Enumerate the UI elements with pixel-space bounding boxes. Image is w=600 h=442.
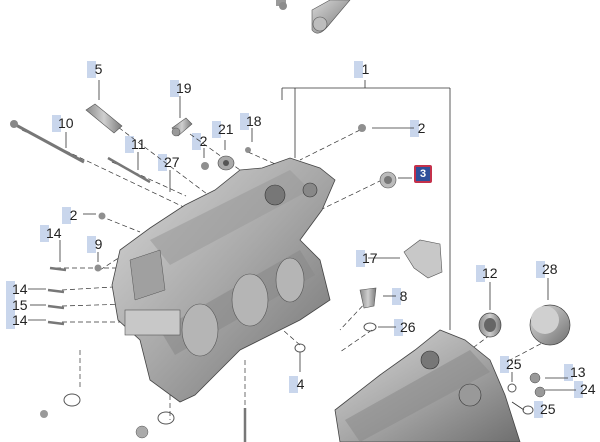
- part-11-bolt: [107, 156, 151, 184]
- callout-25[interactable]: 25: [500, 356, 524, 373]
- callout-26[interactable]: 26: [394, 319, 418, 336]
- callout-17[interactable]: 17: [356, 250, 380, 267]
- callout-12[interactable]: 12: [476, 265, 500, 282]
- part-21-bushing: [217, 155, 235, 171]
- callout-9[interactable]: 9: [87, 236, 106, 253]
- part-3-seal: [379, 171, 397, 189]
- callout-27[interactable]: 27: [158, 154, 182, 171]
- callout-14[interactable]: 14: [40, 225, 64, 242]
- part-17-bracket: [403, 239, 443, 279]
- callout-8[interactable]: 8: [392, 288, 411, 305]
- part-2-screws: [98, 124, 366, 220]
- callout-19[interactable]: 19: [170, 80, 194, 97]
- part-14-15-bolts: [47, 266, 67, 326]
- callout-15[interactable]: 15: [6, 297, 30, 314]
- callout-1[interactable]: 1: [354, 61, 373, 78]
- bottom-small-parts: [40, 393, 247, 442]
- callout-2[interactable]: 2: [192, 133, 211, 150]
- part-26-oring: [363, 322, 377, 332]
- part-19-fitting: [171, 117, 193, 137]
- part-8-plug: [359, 287, 377, 309]
- part-9-plug: [94, 264, 102, 272]
- crankcase-half: [111, 157, 336, 403]
- callout-11[interactable]: 11: [125, 136, 148, 153]
- callout-2[interactable]: 2: [62, 207, 81, 224]
- part-10-long-bolt: [10, 120, 85, 164]
- part-13-24-25-fittings: [507, 372, 546, 415]
- part-12-seal: [478, 312, 502, 338]
- callout-3[interactable]: 3: [414, 165, 432, 183]
- callout-25[interactable]: 25: [534, 401, 558, 418]
- callout-5[interactable]: 5: [87, 61, 106, 78]
- callout-21[interactable]: 21: [212, 121, 236, 138]
- top-bolt-part: [276, 0, 287, 10]
- crankcase-other-half: [334, 329, 521, 442]
- top-flange-part: [311, 0, 351, 34]
- callout-13[interactable]: 13: [564, 364, 588, 381]
- callout-18[interactable]: 18: [240, 113, 264, 130]
- callout-14[interactable]: 14: [6, 281, 30, 298]
- callout-4[interactable]: 4: [289, 376, 308, 393]
- part-28-cover: [529, 304, 571, 346]
- callout-2[interactable]: 2: [410, 120, 429, 137]
- leader-lines: [28, 80, 576, 411]
- callout-28[interactable]: 28: [536, 261, 560, 278]
- callout-24[interactable]: 24: [574, 381, 598, 398]
- part-5-dowel: [85, 103, 123, 134]
- callout-14[interactable]: 14: [6, 312, 30, 329]
- part-4-oring: [294, 343, 306, 353]
- callout-10[interactable]: 10: [52, 115, 76, 132]
